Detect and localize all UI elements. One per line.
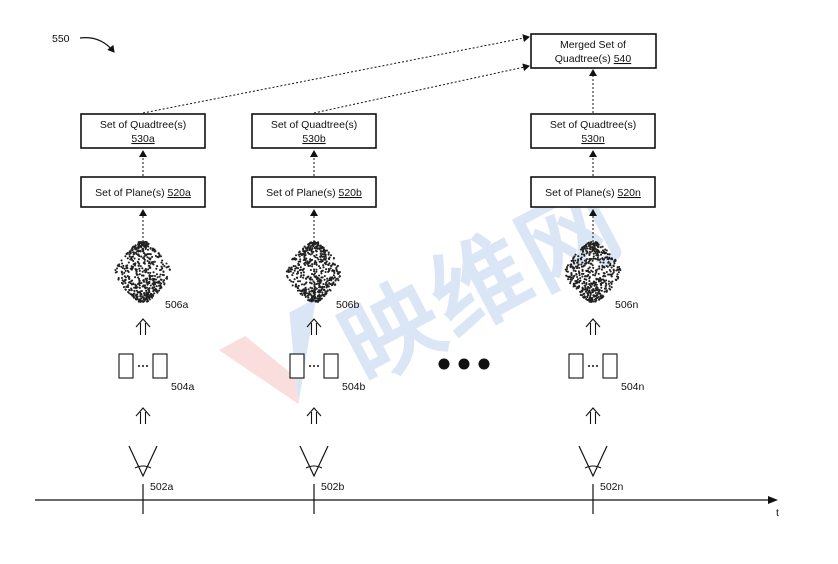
image-frames-icon xyxy=(568,353,618,379)
double-up-arrow-icon xyxy=(135,407,151,424)
camera-icon xyxy=(128,445,158,478)
plane-box-b: Set of Plane(s) 520b xyxy=(251,176,377,208)
double-up-arrow-icon xyxy=(585,407,601,424)
image-frames-icon xyxy=(118,353,168,379)
merged-box-line1: Merged Set of xyxy=(560,39,626,51)
double-up-arrow-icon xyxy=(306,407,322,424)
plane-box-label: Set of Plane(s) 520b xyxy=(266,187,362,199)
plane-box-a: Set of Plane(s) 520a xyxy=(80,176,206,208)
plane-box-label: Set of Plane(s) 520n xyxy=(545,187,641,199)
image-frames-label: 504a xyxy=(171,381,195,393)
point-cloud-icon xyxy=(564,241,622,303)
double-up-arrow-icon xyxy=(585,318,601,335)
figure-label: 550 xyxy=(52,33,70,45)
ellipsis-icon xyxy=(438,358,490,370)
camera-label: 502b xyxy=(321,481,345,493)
point-cloud-icon xyxy=(285,240,341,304)
point-cloud-icon xyxy=(114,240,171,303)
quadtree-box-line1: Set of Quadtree(s) xyxy=(550,119,636,131)
image-frames-label: 504b xyxy=(342,381,366,393)
merged-quadtree-box: Merged Set of Quadtree(s) 540 xyxy=(530,33,657,69)
time-axis-label: t xyxy=(776,507,779,519)
merge-arrow-a xyxy=(142,34,530,114)
quadtree-box-b: Set of Quadtree(s) 530b xyxy=(251,113,377,149)
camera-icon xyxy=(578,445,608,478)
quadtree-box-line1: Set of Quadtree(s) xyxy=(271,119,357,131)
merge-arrow-b xyxy=(313,63,530,114)
double-up-arrow-icon xyxy=(135,318,151,335)
double-up-arrow-icon xyxy=(306,318,322,335)
figure-label-arrow xyxy=(79,37,115,53)
quadtree-box-ref: 530n xyxy=(581,133,605,145)
quadtree-box-a: Set of Quadtree(s) 530a xyxy=(80,113,206,149)
camera-label: 502a xyxy=(150,481,174,493)
image-frames-label: 504n xyxy=(621,381,645,393)
time-axis-arrowhead-icon xyxy=(768,496,778,504)
quadtree-box-ref: 530a xyxy=(131,133,155,145)
point-cloud-label: 506a xyxy=(165,299,189,311)
camera-icon xyxy=(299,445,329,478)
quadtree-box-n: Set of Quadtree(s) 530n xyxy=(530,113,656,149)
point-cloud-label: 506n xyxy=(615,299,639,311)
merged-box-line2: Quadtree(s) 540 xyxy=(555,53,632,65)
plane-box-label: Set of Plane(s) 520a xyxy=(95,187,191,199)
quadtree-box-ref: 530b xyxy=(302,133,326,145)
camera-label: 502n xyxy=(600,481,624,493)
point-cloud-label: 506b xyxy=(336,299,360,311)
plane-box-n: Set of Plane(s) 520n xyxy=(530,176,656,208)
image-frames-icon xyxy=(289,353,339,379)
quadtree-box-line1: Set of Quadtree(s) xyxy=(100,119,186,131)
